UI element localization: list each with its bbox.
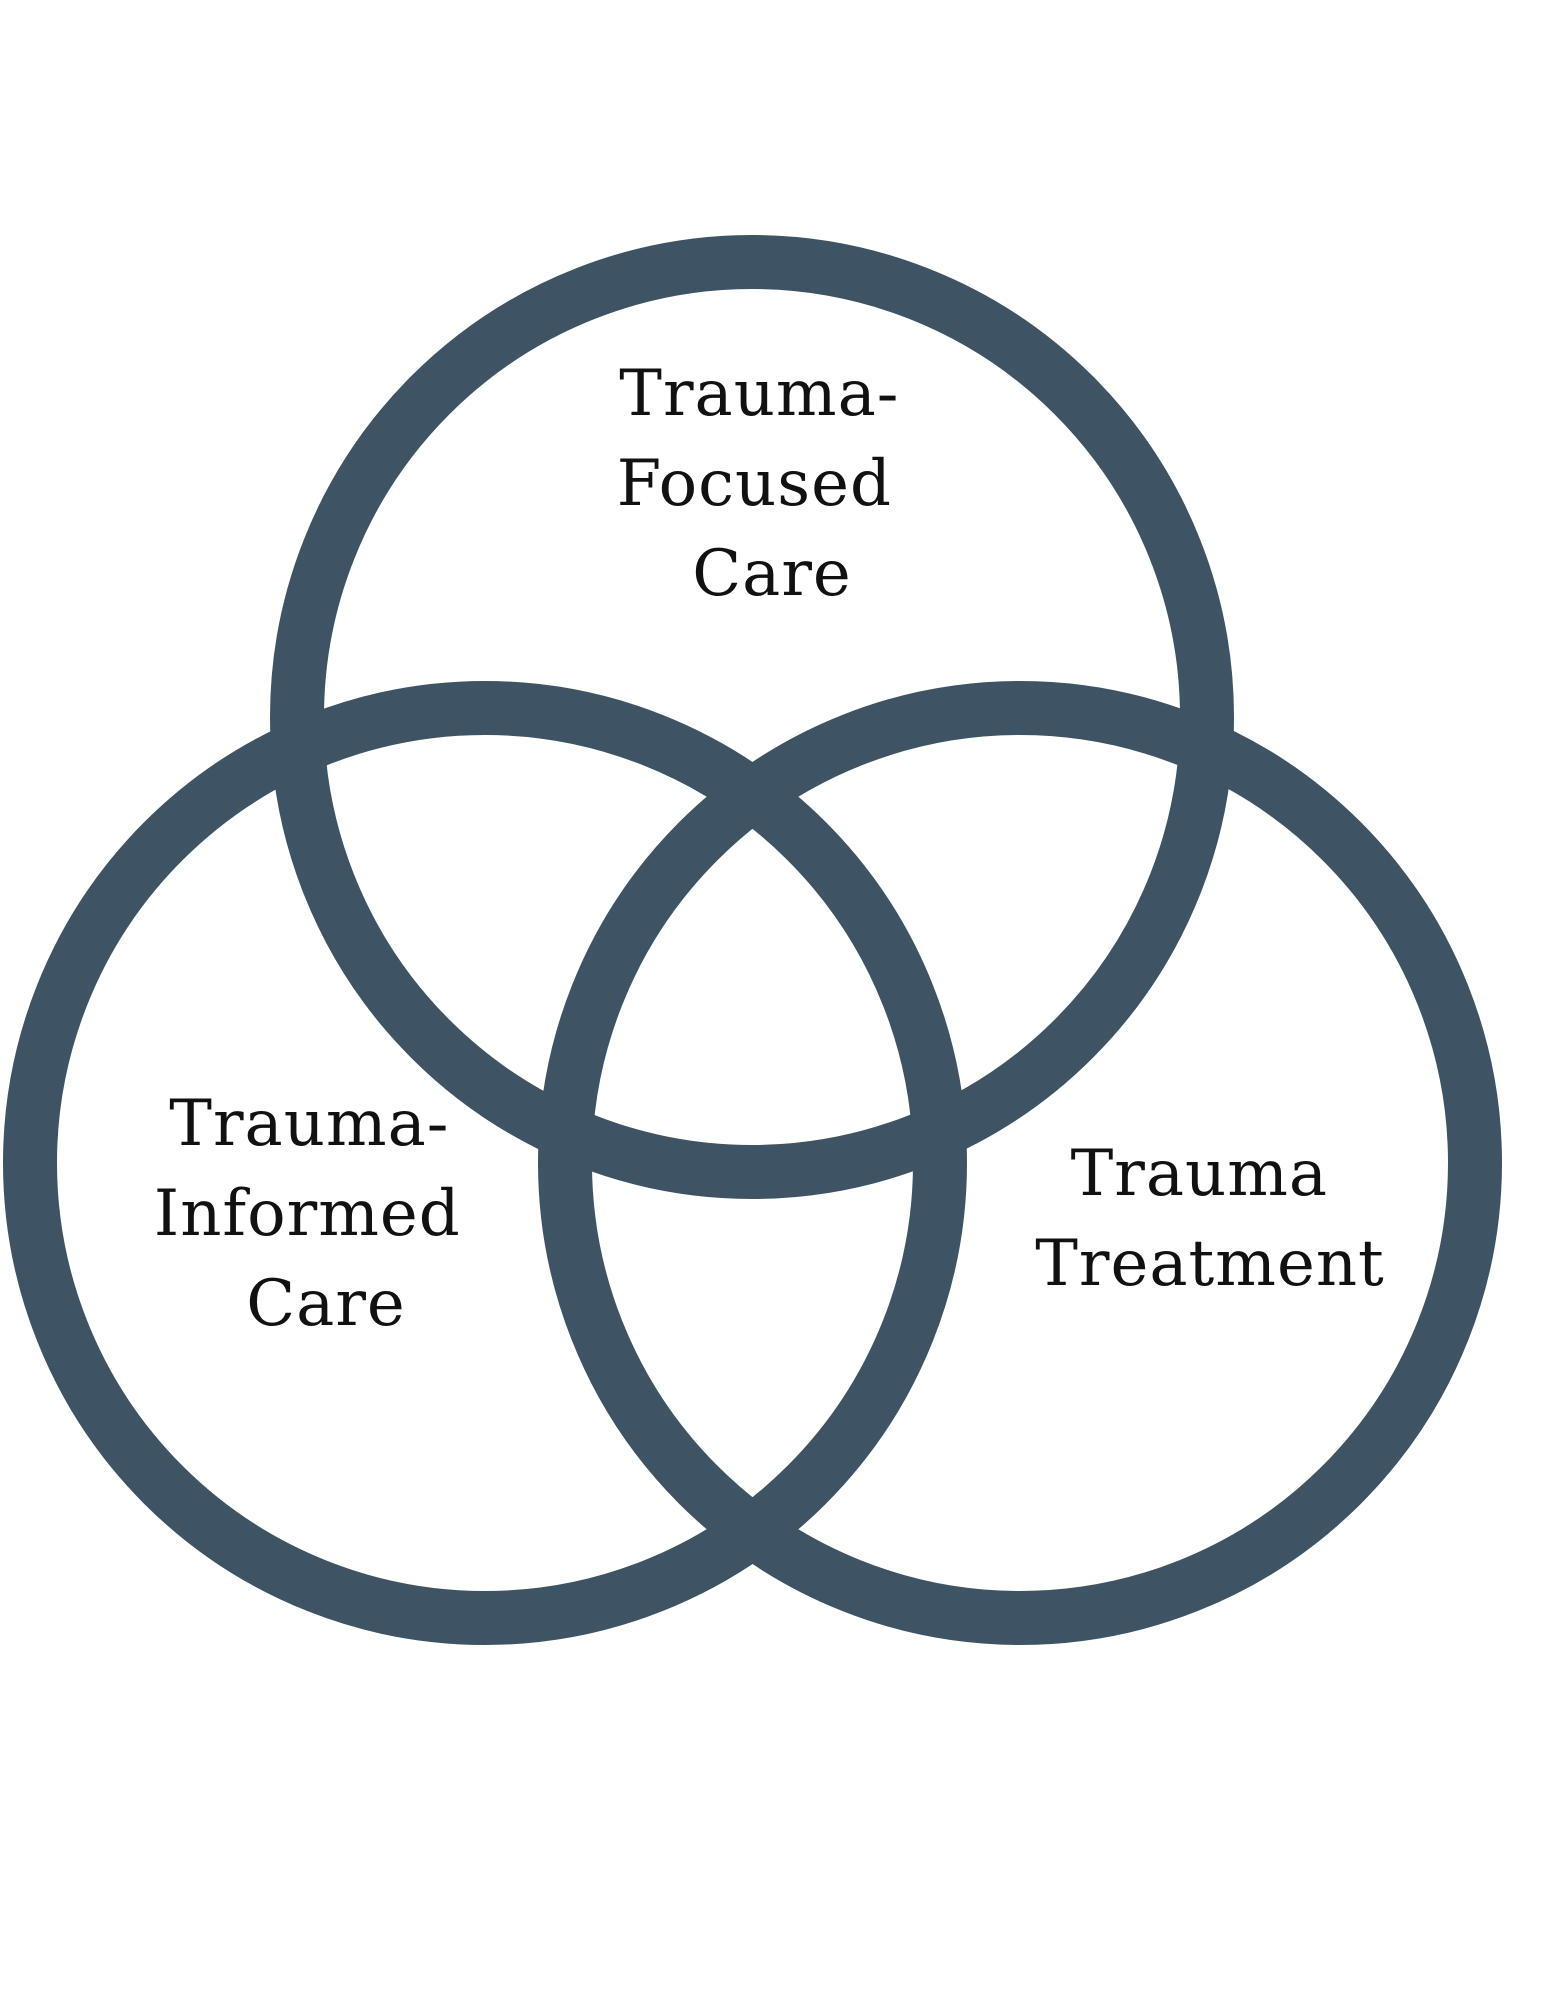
circle-trauma-treatment [538,681,1502,1645]
circle-trauma-informed-care [3,681,967,1645]
label-line: Trauma- [169,1087,449,1161]
label-line: Trauma- [619,357,899,431]
venn-labels: Trauma- Focused Care Trauma- Informed Ca… [154,357,1385,1341]
label-line: Treatment [1035,1227,1385,1301]
label-line: Trauma [1071,1137,1329,1211]
label-line: Care [692,537,852,611]
label-line: Care [246,1267,406,1341]
label-line: Informed [154,1177,461,1251]
circle-trauma-focused-care [270,235,1234,1199]
label-trauma-informed-care: Trauma- Informed Care [154,1087,482,1341]
venn-circles [3,235,1502,1645]
label-trauma-focused-care: Trauma- Focused Care [617,357,921,611]
label-trauma-treatment: Trauma Treatment [1035,1137,1385,1301]
label-line: Focused [617,447,892,521]
